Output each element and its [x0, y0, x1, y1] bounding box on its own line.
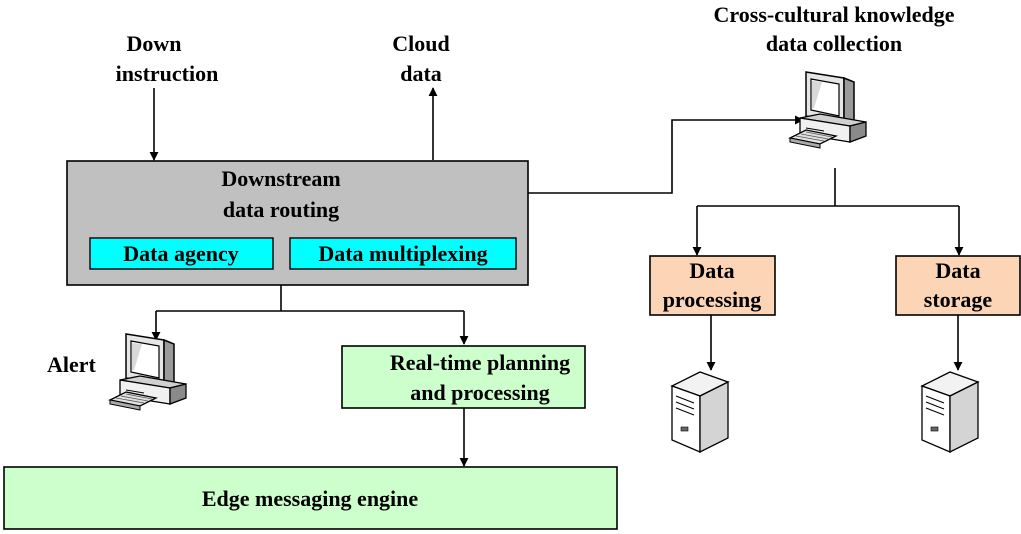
server-icon — [671, 371, 729, 453]
cross-cultural-label-line1: Cross-cultural knowledge — [714, 2, 955, 27]
edge-messaging-engine-box: Edge messaging engine — [3, 466, 618, 530]
realtime-label-line2: and processing — [410, 380, 550, 405]
cross-cultural-label-line2: data collection — [766, 31, 902, 56]
data-processing-label-line1: Data — [689, 258, 734, 283]
data-storage-box: Data storage — [895, 255, 1021, 316]
data-agency-label: Data agency — [123, 241, 238, 266]
downstream-title-line1: Downstream — [221, 166, 340, 191]
connectors — [149, 87, 964, 467]
server-icon — [921, 371, 979, 453]
data-processing-label-line2: processing — [663, 287, 762, 312]
data-multiplexing-label: Data multiplexing — [318, 241, 487, 266]
data-storage-label-line1: Data — [935, 258, 980, 283]
downstream-title-line2: data routing — [223, 197, 339, 222]
data-processing-box: Data processing — [649, 255, 776, 316]
cloud-data-label-line2: data — [400, 61, 442, 86]
realtime-label-line1: Real-time planning — [390, 350, 570, 375]
data-multiplexing-box: Data multiplexing — [289, 237, 517, 270]
computer-icon — [109, 333, 187, 411]
cloud-data-label-line1: Cloud — [392, 31, 449, 56]
alert-label: Alert — [47, 352, 97, 377]
computer-icon — [789, 71, 867, 149]
down-instruction-label-line2: instruction — [116, 61, 219, 86]
data-agency-box: Data agency — [89, 237, 274, 270]
down-instruction-label-line1: Down — [126, 31, 181, 56]
edge-messaging-engine-label: Edge messaging engine — [202, 486, 419, 511]
data-storage-label-line2: storage — [924, 287, 993, 312]
realtime-planning-box: Real-time planning and processing — [341, 345, 586, 409]
